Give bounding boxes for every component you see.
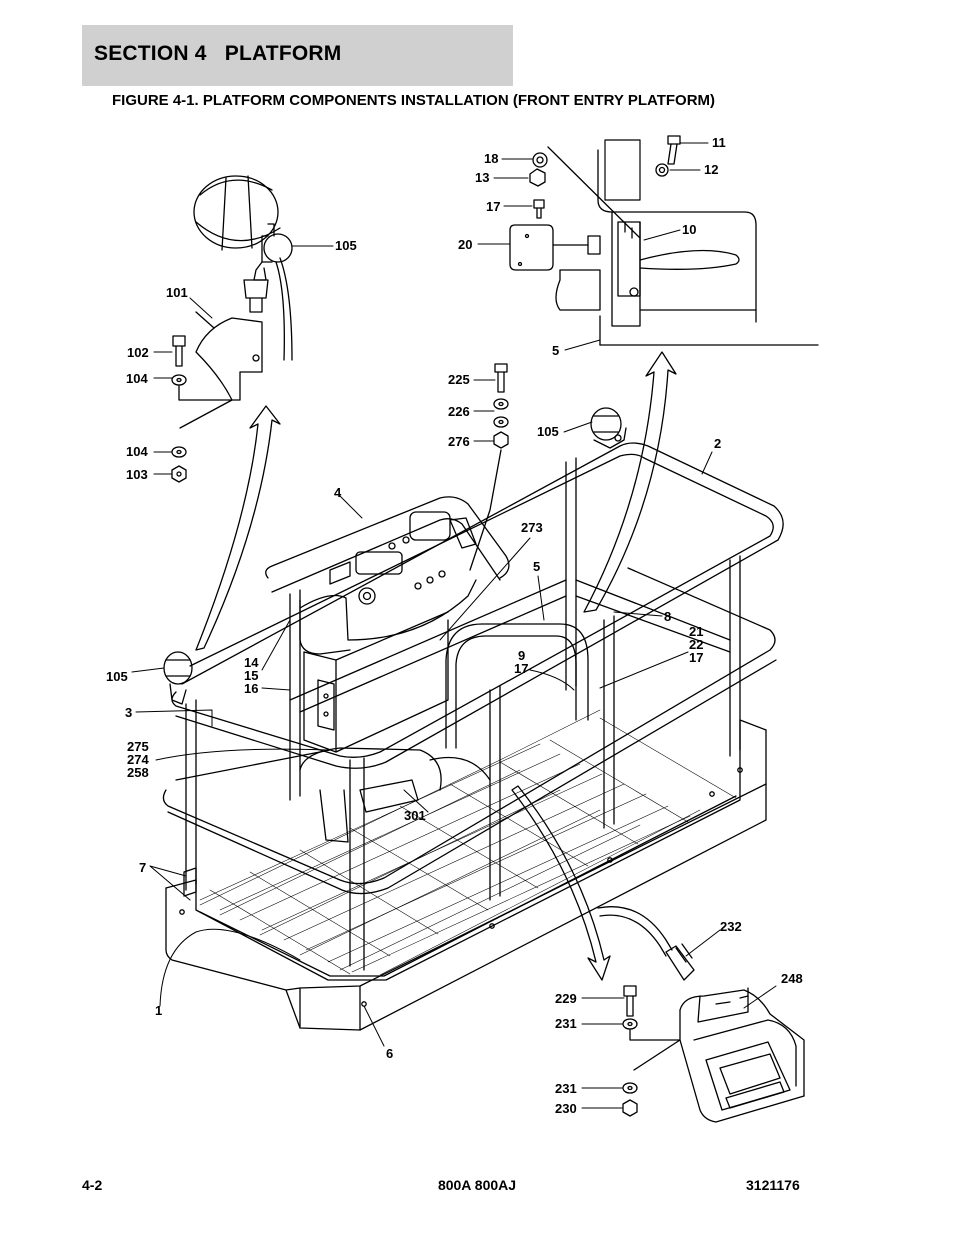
callout-273: 273: [521, 520, 543, 535]
callout-230: 230: [555, 1101, 577, 1116]
control-console: [265, 496, 510, 843]
callout-17: 17: [486, 199, 500, 214]
callout-15: 15: [244, 668, 258, 683]
section-banner: SECTION 4 PLATFORM: [82, 25, 513, 86]
section-title: SECTION 4 PLATFORM: [94, 42, 342, 65]
callout-16: 16: [244, 681, 258, 696]
callout-3: 3: [125, 705, 132, 720]
callout-5: 5: [533, 559, 540, 574]
platform-floor: [165, 709, 767, 1031]
callout-21: 21: [689, 624, 703, 639]
callout-101: 101: [166, 285, 188, 300]
callout-2: 2: [714, 436, 721, 451]
leader-lines: [131, 142, 777, 1109]
platform-railings: [162, 442, 784, 971]
callout-8: 8: [664, 609, 671, 624]
callout-9: 9: [518, 648, 525, 663]
callout-102: 102: [127, 345, 149, 360]
platform-beacons: [163, 407, 627, 705]
callout-13: 13: [475, 170, 489, 185]
callout-225: 225: [448, 372, 470, 387]
model-name: 800A 800AJ: [437, 1177, 517, 1193]
part-number: 3121176: [746, 1177, 800, 1193]
callout-104: 104: [126, 444, 148, 459]
callout-105: 105: [335, 238, 357, 253]
callout-104: 104: [126, 371, 148, 386]
callout-6: 6: [386, 1046, 393, 1061]
callout-18: 18: [484, 151, 498, 166]
callout-231: 231: [555, 1016, 577, 1031]
callout-258: 258: [127, 765, 149, 780]
callout-1: 1: [155, 1003, 162, 1018]
callout-17: 17: [514, 661, 528, 676]
callout-232: 232: [720, 919, 742, 934]
callout-274: 274: [127, 752, 149, 767]
callout-10: 10: [682, 222, 696, 237]
callout-229: 229: [555, 991, 577, 1006]
callout-105: 105: [106, 669, 128, 684]
foot-switch: [597, 906, 805, 1123]
callout-20: 20: [458, 237, 472, 252]
callout-7: 7: [139, 860, 146, 875]
callout-276: 276: [448, 434, 470, 449]
callout-22: 22: [689, 637, 703, 652]
top-fasteners: [469, 363, 509, 571]
callout-4: 4: [334, 485, 342, 500]
callout-12: 12: [704, 162, 718, 177]
callout-14: 14: [244, 655, 259, 670]
page-number: 4-2: [82, 1177, 103, 1193]
callout-11: 11: [712, 135, 726, 150]
figure-title: FIGURE 4-1. PLATFORM COMPONENTS INSTALLA…: [112, 92, 716, 109]
bracket-detail: [509, 135, 819, 346]
callout-105: 105: [537, 424, 559, 439]
callout-labels: 11 12 18 13 17 20 10 5 105 101 102 104 1…: [106, 135, 803, 1116]
callout-231: 231: [555, 1081, 577, 1096]
callout-5: 5: [552, 343, 559, 358]
callout-17: 17: [689, 650, 703, 665]
callout-275: 275: [127, 739, 149, 754]
callout-248: 248: [781, 971, 803, 986]
callout-226: 226: [448, 404, 470, 419]
callout-103: 103: [126, 467, 148, 482]
callout-301: 301: [404, 808, 426, 823]
beacon-assembly: [171, 175, 293, 483]
